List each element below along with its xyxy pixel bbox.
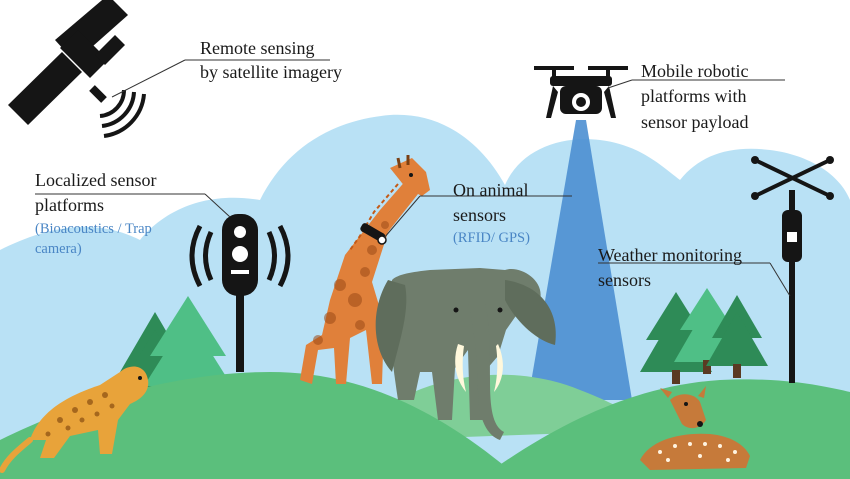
front-hill-right	[480, 379, 850, 479]
giraffe-icon	[300, 155, 430, 384]
localized-label-line2: platforms	[35, 195, 104, 215]
drone-label-line2: platforms with	[641, 86, 747, 106]
satellite-label-line2: by satellite imagery	[200, 62, 342, 82]
localized-label-line1: Localized sensor	[35, 170, 157, 190]
weather-label-line1: Weather monitoring	[598, 245, 743, 265]
sensor-tower-icon	[189, 214, 291, 372]
animal-leader-line	[383, 195, 421, 239]
leopard-icon	[0, 366, 149, 473]
animal-label-line1: On animal	[453, 180, 529, 200]
satellite-icon	[8, 0, 146, 138]
tree-icon	[640, 288, 768, 384]
elephant-icon	[375, 268, 556, 440]
weather-leader-line	[769, 262, 791, 297]
deer-icon	[640, 386, 750, 470]
drone-label-line1: Mobile robotic	[641, 61, 749, 81]
localized-detail-line2: camera)	[35, 241, 82, 257]
localized-detail-line1: (Bioacoustics / Trap	[35, 221, 152, 237]
drone-leader-line	[607, 79, 633, 89]
satellite-leader-line	[111, 59, 186, 98]
localized-leader-line	[204, 193, 231, 218]
animal-detail: (RFID/ GPS)	[453, 230, 530, 246]
weather-station-icon	[751, 156, 834, 383]
weather-label-line2: sensors	[598, 270, 651, 290]
animal-label-line2: sensors	[453, 205, 506, 225]
drone-label-line3: sensor payload	[641, 112, 749, 132]
satellite-label-line1: Remote sensing	[200, 38, 315, 58]
drone-icon	[534, 66, 628, 118]
